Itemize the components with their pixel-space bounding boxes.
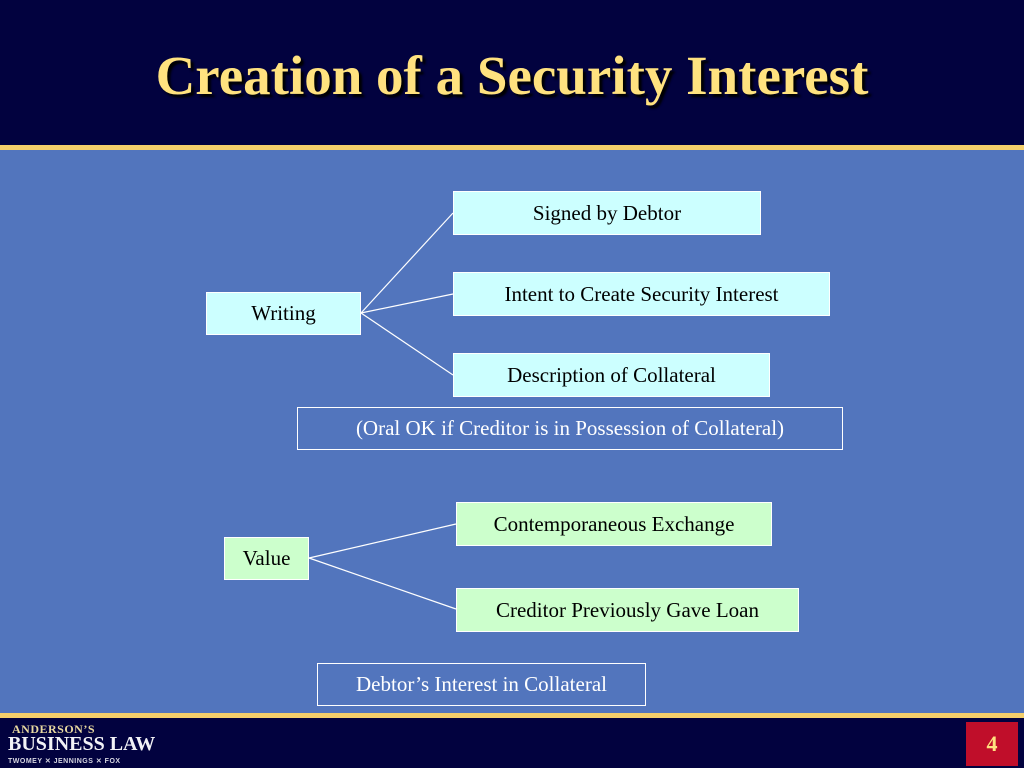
node-contemporaneous-exchange: Contemporaneous Exchange <box>456 502 772 546</box>
logo-authors-text: TWOMEY ✕ JENNINGS ✕ FOX <box>8 758 121 765</box>
node-intent-to-create: Intent to Create Security Interest <box>453 272 830 316</box>
connector-writing-intent <box>360 293 454 314</box>
publisher-logo: ANDERSON’S BUSINESS LAW TWOMEY ✕ JENNING… <box>8 722 156 766</box>
connector-writing-signed <box>360 212 454 314</box>
page-number-badge: 4 <box>966 722 1018 766</box>
node-value: Value <box>224 537 309 580</box>
slide-title: Creation of a Security Interest <box>155 45 869 106</box>
node-signed-by-debtor: Signed by Debtor <box>453 191 761 235</box>
logo-top-text: ANDERSON’S <box>12 722 96 736</box>
node-creditor-previously-gave-loan: Creditor Previously Gave Loan <box>456 588 799 632</box>
footer-divider <box>0 713 1024 718</box>
connector-writing-description <box>360 312 454 376</box>
note-debtors-interest: Debtor’s Interest in Collateral <box>317 663 646 706</box>
node-description-of-collateral: Description of Collateral <box>453 353 770 397</box>
logo-main-text: BUSINESS LAW <box>8 733 156 755</box>
node-writing: Writing <box>206 292 361 335</box>
connector-value-previous-loan <box>308 557 457 610</box>
slide-footer: ANDERSON’S BUSINESS LAW TWOMEY ✕ JENNING… <box>0 718 1024 768</box>
note-oral-ok: (Oral OK if Creditor is in Possession of… <box>297 407 843 450</box>
slide-header: Creation of a Security Interest <box>0 0 1024 145</box>
header-divider <box>0 145 1024 150</box>
connector-value-contemporaneous <box>308 523 457 559</box>
